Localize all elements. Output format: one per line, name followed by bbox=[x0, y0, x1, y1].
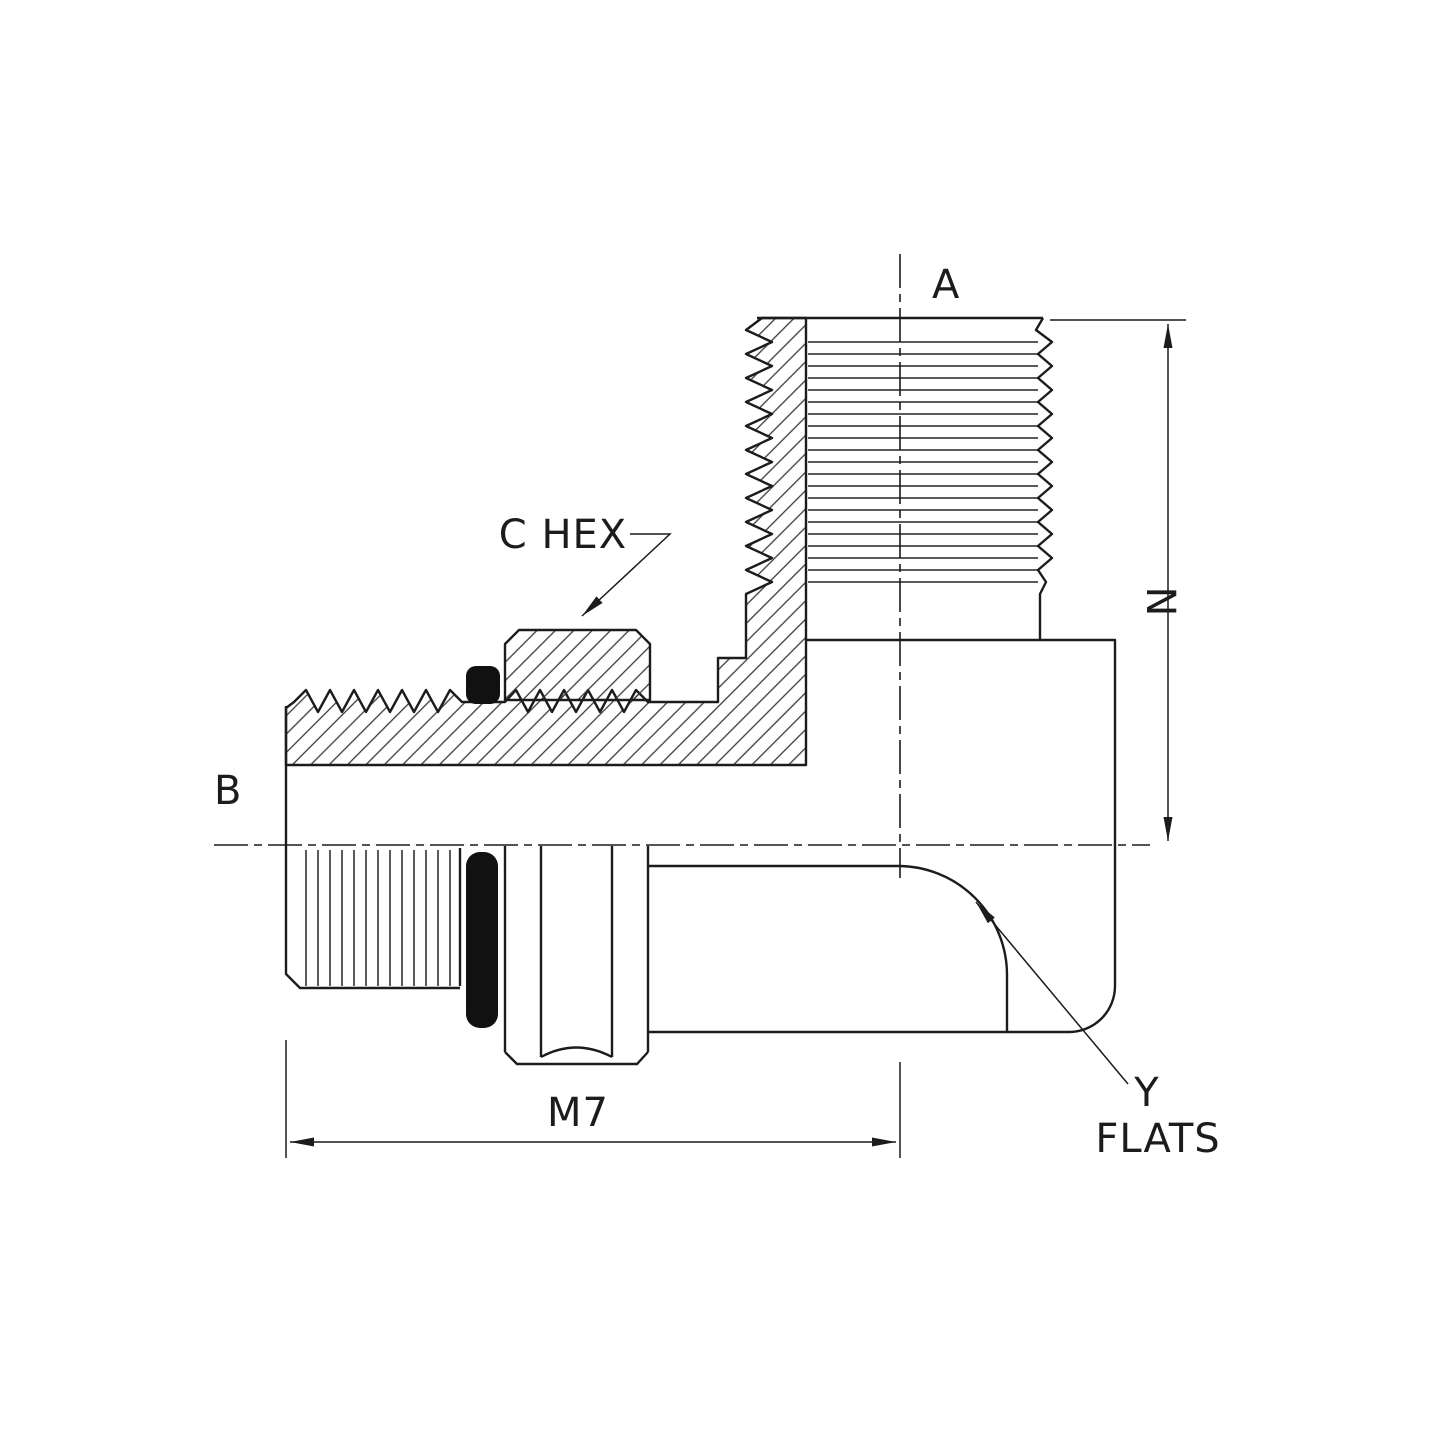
hex-chamfer-arc bbox=[540, 1046, 613, 1059]
label-flats-y: Y bbox=[1133, 1070, 1159, 1116]
label-port-a: A bbox=[932, 262, 960, 308]
label-flats: FLATS bbox=[1095, 1116, 1220, 1162]
leader-c-hex bbox=[581, 533, 672, 617]
o-ring-external bbox=[466, 852, 498, 1028]
orb-thread-crests bbox=[302, 850, 458, 986]
npt-thread-profile bbox=[1034, 317, 1054, 640]
hex-nut-section bbox=[503, 628, 652, 702]
label-port-b: B bbox=[214, 768, 242, 814]
orb-thread-external bbox=[284, 706, 462, 990]
label-c-hex: C HEX bbox=[499, 512, 627, 558]
npt-thread-crests bbox=[808, 332, 1038, 584]
o-ring-section bbox=[466, 666, 500, 704]
label-n: N bbox=[1137, 587, 1183, 618]
flats-edge-curve bbox=[648, 864, 1009, 1032]
body-outline bbox=[648, 638, 1117, 1034]
dim-n: N bbox=[1050, 319, 1186, 841]
dim-m7: M7 bbox=[285, 1040, 901, 1158]
label-m7: M7 bbox=[547, 1090, 609, 1136]
leader-y-flats bbox=[975, 901, 1129, 1085]
hex-nut-external bbox=[503, 846, 650, 1066]
